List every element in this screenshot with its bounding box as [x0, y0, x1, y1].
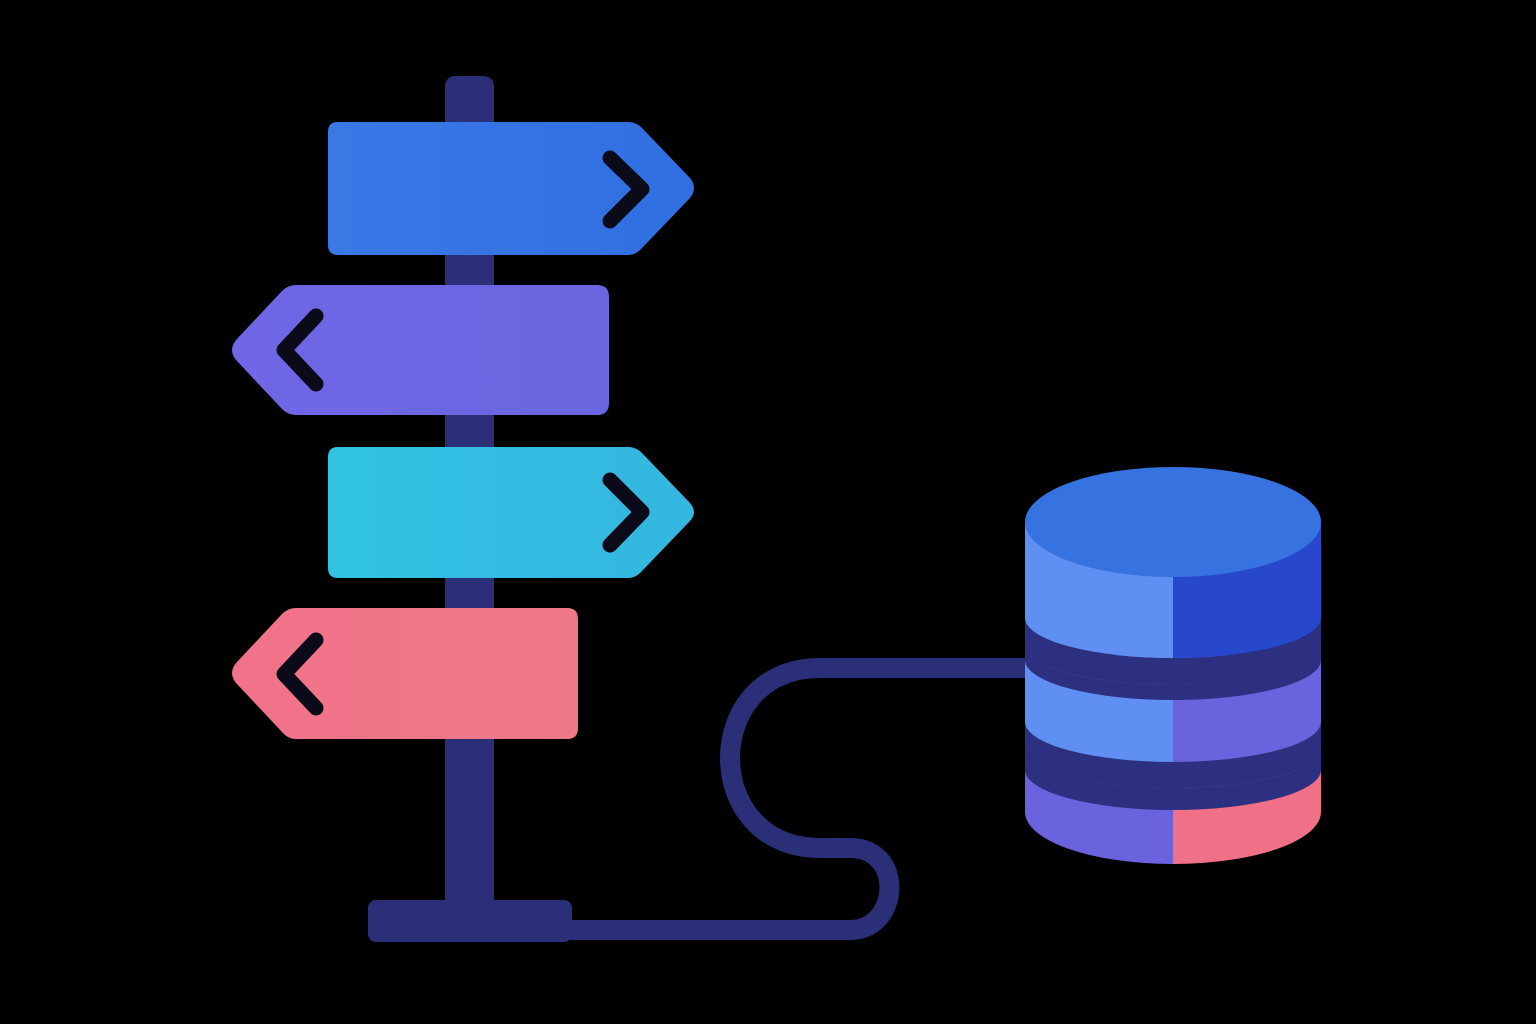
chevron-left-icon — [276, 632, 324, 716]
sign-left-pink — [232, 608, 578, 739]
chevron-left-icon — [276, 308, 324, 392]
database-icon — [1025, 467, 1321, 864]
sign-left-purple — [232, 285, 609, 415]
sign-right-cyan — [328, 447, 694, 578]
database-top — [1025, 467, 1321, 577]
signpost-icon — [232, 76, 694, 942]
connector-cable — [558, 658, 1040, 940]
chevron-right-icon — [602, 472, 650, 553]
chevron-right-icon — [602, 150, 650, 229]
sign-right-blue — [328, 122, 694, 255]
